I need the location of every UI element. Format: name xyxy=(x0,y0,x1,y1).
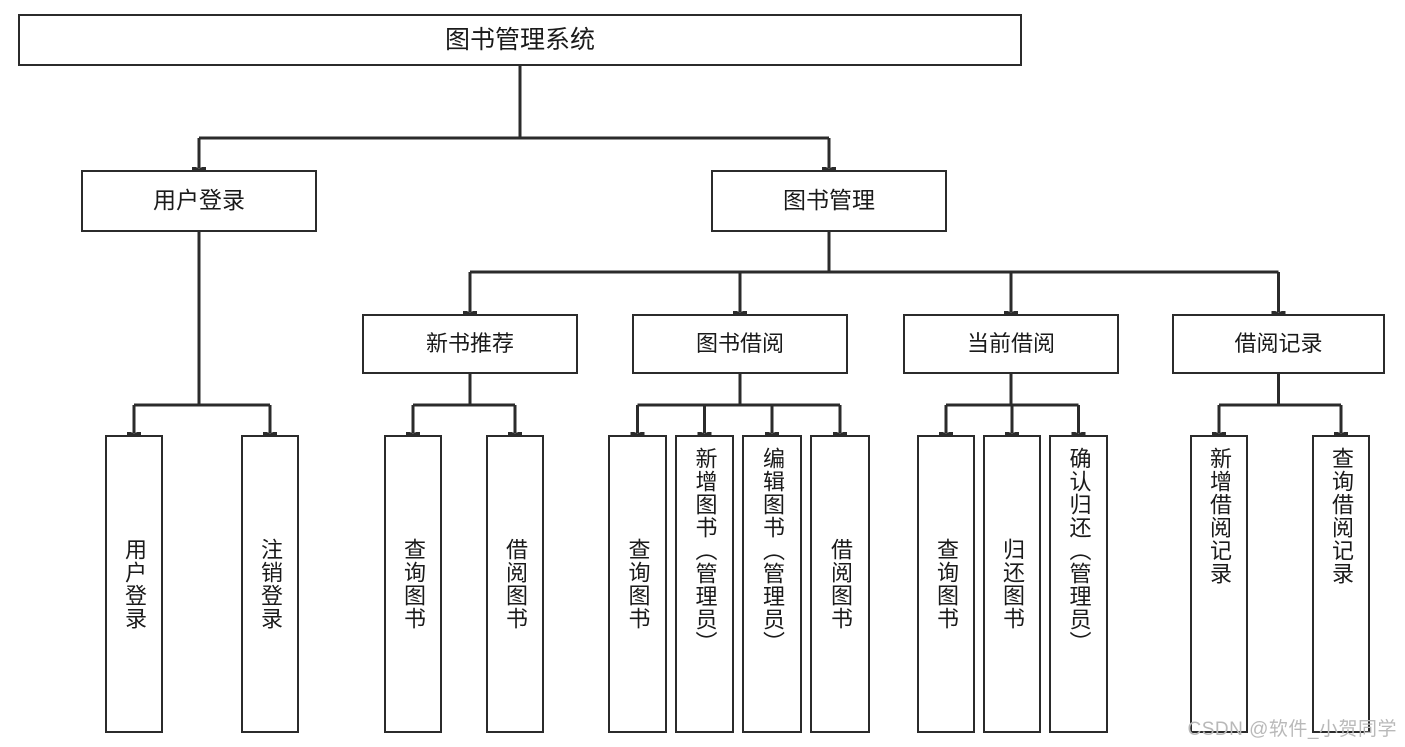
node-label: 注销登录 xyxy=(258,538,283,630)
node-label: 新增图书（管理员） xyxy=(692,447,718,654)
node-leaf-logout[interactable]: 注销登录 xyxy=(241,435,299,733)
node-leaf-add-book[interactable]: 新增图书（管理员） xyxy=(675,435,734,733)
node-leaf-user-login[interactable]: 用户登录 xyxy=(105,435,163,733)
node-label: 当前借阅 xyxy=(966,330,1055,356)
node-leaf-query-book-1[interactable]: 查询图书 xyxy=(384,435,442,733)
node-label: 借阅图书 xyxy=(828,538,853,630)
node-label: 新书推荐 xyxy=(425,330,514,356)
node-label: 图书管理 xyxy=(783,187,875,214)
node-leaf-edit-book[interactable]: 编辑图书（管理员） xyxy=(742,435,802,733)
node-borrow-record[interactable]: 借阅记录 xyxy=(1172,314,1385,374)
node-leaf-query-book-2[interactable]: 查询图书 xyxy=(608,435,667,733)
node-book-manage[interactable]: 图书管理 xyxy=(711,170,947,232)
node-user-login[interactable]: 用户登录 xyxy=(81,170,317,232)
node-label: 图书借阅 xyxy=(695,330,784,356)
node-label: 图书管理系统 xyxy=(444,26,595,54)
node-book-borrow[interactable]: 图书借阅 xyxy=(632,314,848,374)
node-label: 用户登录 xyxy=(153,187,245,214)
node-label: 查询图书 xyxy=(934,538,959,630)
node-new-book-rec[interactable]: 新书推荐 xyxy=(362,314,578,374)
node-label: 编辑图书（管理员） xyxy=(760,447,785,654)
csdn-watermark: CSDN @软件_小贺同学 xyxy=(1187,719,1397,740)
node-label: 借阅记录 xyxy=(1234,330,1323,356)
node-leaf-borrow-book-1[interactable]: 借阅图书 xyxy=(486,435,544,733)
node-leaf-query-book-3[interactable]: 查询图书 xyxy=(917,435,975,733)
node-root[interactable]: 图书管理系统 xyxy=(18,14,1022,66)
node-label: 借阅图书 xyxy=(503,538,528,630)
node-label: 确认归还（管理员） xyxy=(1066,447,1092,654)
node-label: 查询图书 xyxy=(625,538,651,630)
node-label: 查询图书 xyxy=(401,538,426,630)
node-label: 归还图书 xyxy=(1000,538,1025,630)
node-leaf-add-record[interactable]: 新增借阅记录 xyxy=(1190,435,1248,733)
node-current-borrow[interactable]: 当前借阅 xyxy=(903,314,1119,374)
node-leaf-query-record[interactable]: 查询借阅记录 xyxy=(1312,435,1370,733)
node-leaf-borrow-book-2[interactable]: 借阅图书 xyxy=(810,435,870,733)
node-label: 用户登录 xyxy=(122,538,147,630)
node-leaf-return-book[interactable]: 归还图书 xyxy=(983,435,1041,733)
node-label: 查询借阅记录 xyxy=(1329,447,1354,585)
node-label: 新增借阅记录 xyxy=(1207,447,1232,585)
node-leaf-confirm-ret[interactable]: 确认归还（管理员） xyxy=(1049,435,1108,733)
